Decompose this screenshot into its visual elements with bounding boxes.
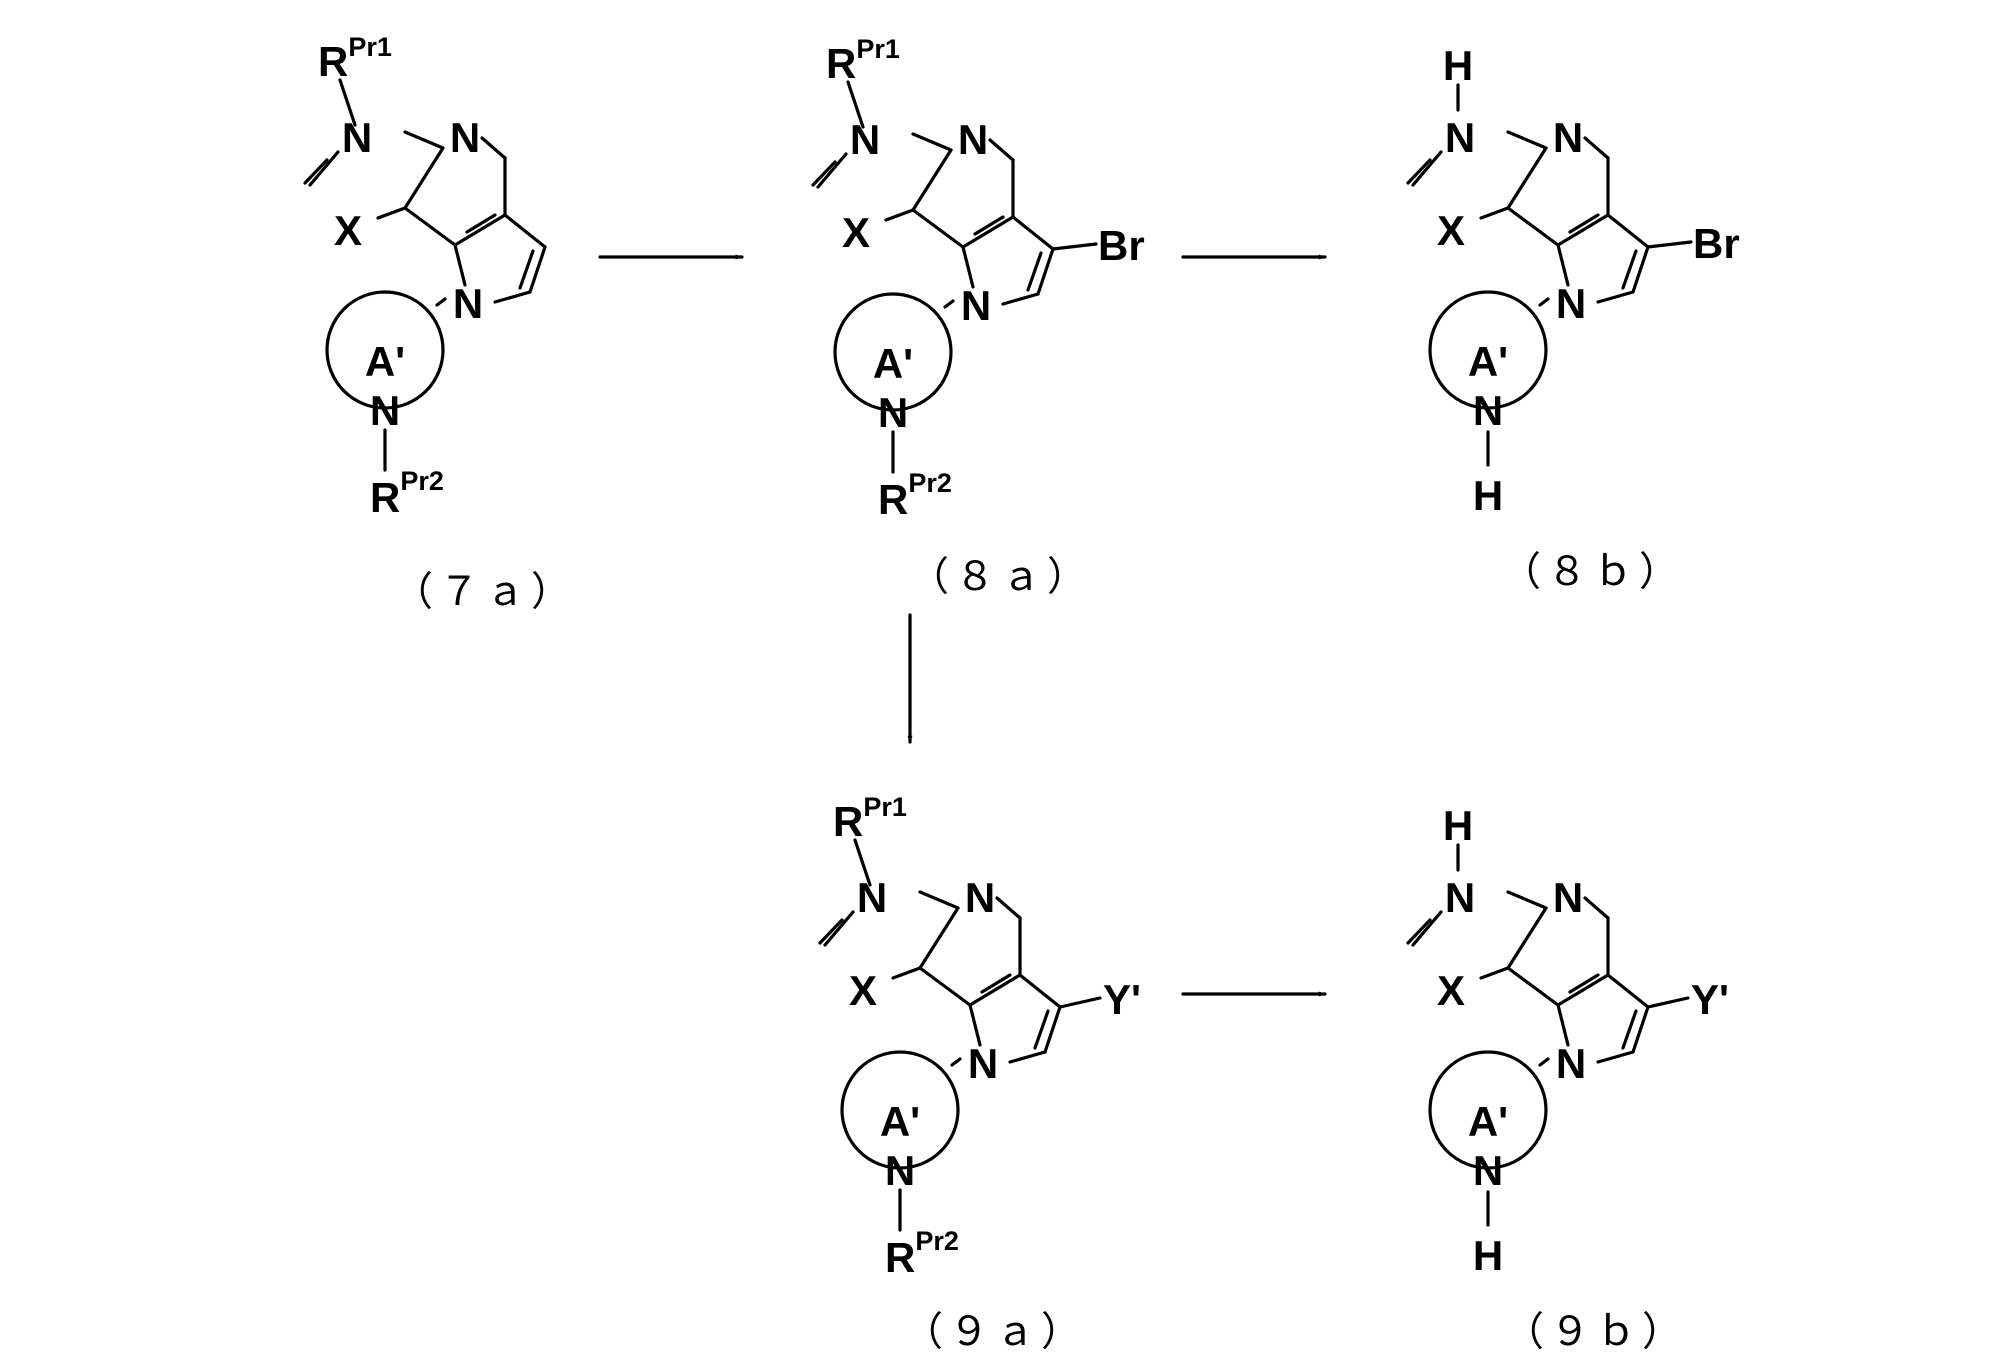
x-label: X <box>849 967 877 1014</box>
ring-nitrogen-label: N <box>370 387 400 434</box>
compound-caption: （８ａ） <box>909 555 1093 599</box>
pyridine-nitrogen-label: N <box>1553 114 1583 161</box>
pyridine-nitrogen-label: N <box>958 116 988 163</box>
r-pr1-label: RPr1 <box>833 792 907 845</box>
r-pr1-label: RPr1 <box>318 32 392 85</box>
compound-8b: H N N X N Br A' N H （８ｂ） <box>1408 42 1740 594</box>
pyrrole-nitrogen-label: N <box>453 280 483 327</box>
ring-a-prime-label: A' <box>1468 1098 1508 1145</box>
x-label: X <box>1437 207 1465 254</box>
bromine-label: Br <box>1098 222 1145 269</box>
ring-a-prime-label: A' <box>880 1098 920 1145</box>
ring-a-prime-label: A' <box>1468 338 1508 385</box>
y-prime-label: Y' <box>1691 976 1729 1023</box>
imidazole-nitrogen-label: N <box>850 116 880 163</box>
y-prime-label: Y' <box>1103 976 1141 1023</box>
hydrogen-label: H <box>1473 472 1503 519</box>
pyridine-nitrogen-label: N <box>965 874 995 921</box>
pyrrole-nitrogen-label: N <box>1556 1040 1586 1087</box>
r-pr2-label: RPr2 <box>878 468 952 523</box>
ring-nitrogen-label: N <box>885 1147 915 1194</box>
compound-7a: RPr1 N N X N A' N RPr2 （７ａ） <box>305 32 577 614</box>
imidazole-nitrogen-label: N <box>857 874 887 921</box>
pyrrole-nitrogen-label: N <box>968 1040 998 1087</box>
pyridine-nitrogen-label: N <box>450 114 480 161</box>
x-label: X <box>842 209 870 256</box>
x-label: X <box>334 207 362 254</box>
compound-caption: （９ａ） <box>903 1310 1087 1354</box>
ring-nitrogen-label: N <box>1473 387 1503 434</box>
pyrrole-nitrogen-label: N <box>1556 280 1586 327</box>
x-label: X <box>1437 967 1465 1014</box>
r-pr1-label: RPr1 <box>826 34 900 87</box>
hydrogen-label: H <box>1443 802 1473 849</box>
ring-a-prime-label: A' <box>873 340 913 387</box>
ring-a-prime-label: A' <box>365 338 405 385</box>
compound-9a: RPr1 N N X N Y' A' N RPr2 （９ａ） <box>820 792 1141 1354</box>
ring-nitrogen-label: N <box>878 389 908 436</box>
compound-caption: （９ｂ） <box>1504 1310 1688 1354</box>
bromine-label: Br <box>1693 220 1740 267</box>
compound-caption: （７ａ） <box>393 570 577 614</box>
hydrogen-label: H <box>1473 1232 1503 1279</box>
compound-9b: H N N X N Y' A' N H （９ｂ） <box>1408 802 1729 1354</box>
ring-nitrogen-label: N <box>1473 1147 1503 1194</box>
pyridine-nitrogen-label: N <box>1553 874 1583 921</box>
imidazole-nitrogen-label: N <box>1445 874 1475 921</box>
r-pr2-label: RPr2 <box>885 1226 959 1281</box>
imidazole-nitrogen-label: N <box>342 114 372 161</box>
pyrrole-nitrogen-label: N <box>961 282 991 329</box>
imidazole-nitrogen-label: N <box>1445 114 1475 161</box>
hydrogen-label: H <box>1443 42 1473 89</box>
r-pr2-label: RPr2 <box>370 466 444 521</box>
compound-caption: （８ｂ） <box>1501 550 1685 594</box>
compound-8a: RPr1 N N X N Br A' N RPr2 （８ａ） <box>813 34 1145 599</box>
